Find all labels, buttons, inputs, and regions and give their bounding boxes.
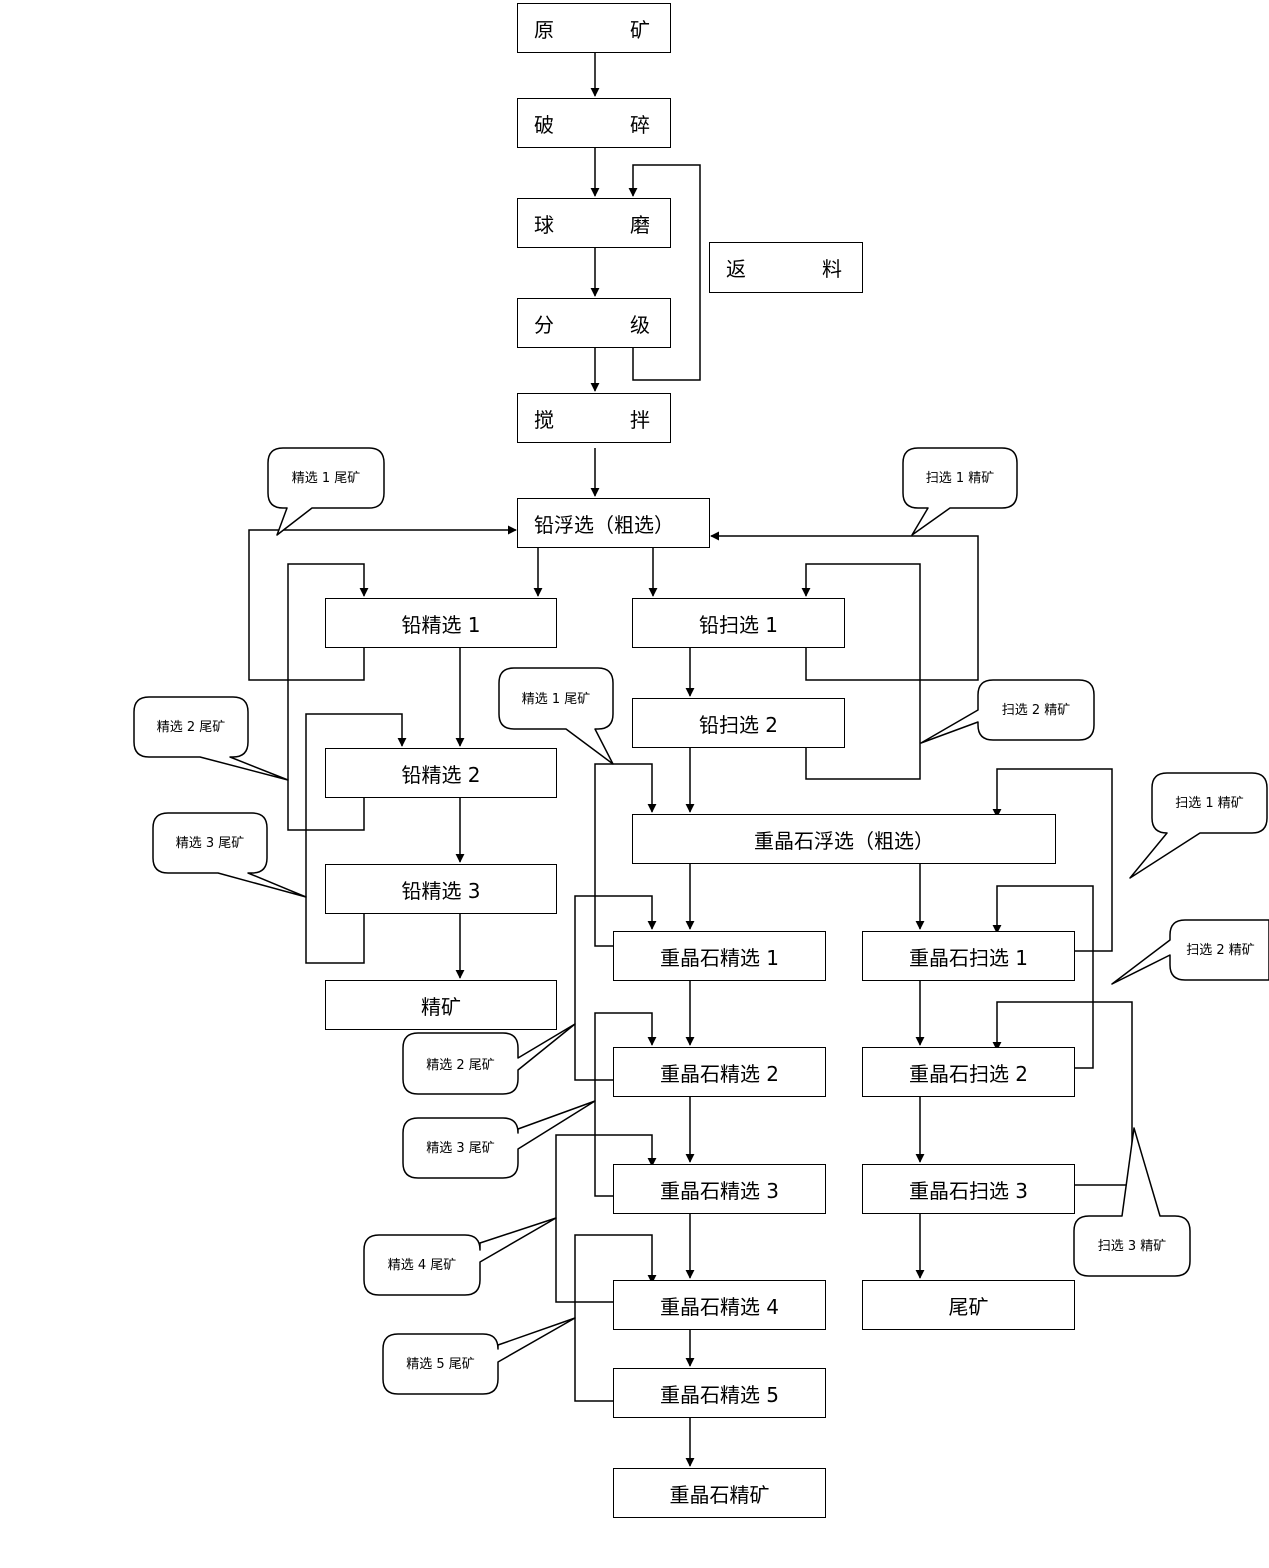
callout-shape-barite-clean5-tail [382,1317,576,1395]
callout-shape-lead-clean3-tail [152,812,307,898]
node-classifying-char1: 分 [534,312,554,337]
connector-return-loop [628,164,701,381]
connector-barite-clean5-tail [574,1234,657,1402]
connector-lead-clean3-tail [305,713,407,964]
callout-shapes [133,447,1269,1395]
callout-shape-barite-clean1-tail [498,667,614,765]
callout-lead-clean2-tail: 精选 2 尾矿 [156,720,226,735]
node-crushing-char1: 破 [534,112,554,137]
callout-barite-clean4-tail: 精选 4 尾矿 [387,1258,457,1273]
node-barite-clean-2: 重晶石精选 2 [613,1047,826,1097]
callout-barite-clean3-tail: 精选 3 尾矿 [426,1141,495,1156]
callout-shape-barite-scav1-conc [1129,772,1268,879]
node-crushing: 破 碎 [517,98,671,148]
node-barite-clean-5: 重晶石精选 5 [613,1368,826,1418]
node-classifying-char2: 级 [630,312,650,337]
node-barite-scav-2: 重晶石扫选 2 [862,1047,1075,1097]
connector-lead-clean2-tail [287,563,369,831]
node-return-material: 返 料 [709,242,863,293]
connectors [248,53,1133,1467]
callout-barite-scav2-conc: 扫选 2 精矿 [1186,943,1255,958]
node-return-material-char1: 返 [726,257,746,281]
connector-lead-scav2-conc [801,563,921,780]
connector-barite-clean2-tail [574,895,657,1081]
connector-barite-scav2-conc [992,885,1094,1069]
node-stirring-char2: 拌 [630,407,650,432]
callout-lead-clean1-tail: 精选 1 尾矿 [291,471,361,486]
callout-shape-lead-clean1-tail [267,447,385,536]
callout-shape-lead-scav1-conc [902,447,1018,536]
callout-shape-barite-clean2-tail [402,1023,576,1095]
connector-barite-scav1-conc [992,768,1113,952]
callout-lead-clean3-tail: 精选 3 尾矿 [175,836,245,851]
node-stirring: 搅 拌 [517,393,671,443]
connector-barite-scav3-conc [992,1001,1133,1186]
node-lead-clean-3: 铅精选 3 [325,864,557,914]
node-raw-ore-char2: 矿 [630,17,650,42]
node-barite-scav-1: 重晶石扫选 1 [862,931,1075,981]
callout-barite-scav1-conc: 扫选 1 精矿 [1175,796,1244,811]
node-lead-flotation: 铅浮选（粗选） [517,498,710,548]
node-concentrate: 精矿 [325,980,557,1030]
node-barite-concentrate: 重晶石精矿 [613,1468,826,1518]
node-lead-scav-1: 铅扫选 1 [632,598,845,648]
connector-barite-clean3-tail [594,1012,657,1197]
callout-lead-scav2-conc: 扫选 2 精矿 [1001,703,1071,718]
node-classifying: 分 级 [517,298,671,348]
node-lead-clean-1: 铅精选 1 [325,598,557,648]
callout-shape-barite-clean3-tail [402,1100,596,1179]
node-ball-mill-char2: 磨 [630,212,650,237]
node-return-material-char2: 料 [822,257,842,281]
callout-lead-scav1-conc: 扫选 1 精矿 [925,471,995,486]
node-ball-mill-char1: 球 [534,212,554,237]
node-barite-scav-3: 重晶石扫选 3 [862,1164,1075,1214]
node-barite-flotation: 重晶石浮选（粗选） [632,814,1056,864]
node-lead-clean-2: 铅精选 2 [325,748,557,798]
connector-barite-clean4-tail [555,1134,657,1303]
callout-barite-clean2-tail: 精选 2 尾矿 [426,1058,495,1073]
callout-shape-lead-scav2-conc [920,679,1095,744]
node-ball-mill: 球 磨 [517,198,671,248]
node-tailings: 尾矿 [862,1280,1075,1330]
node-barite-clean-3: 重晶石精选 3 [613,1164,826,1214]
connector-lead-clean1-tail [248,525,517,681]
node-lead-scav-2: 铅扫选 2 [632,698,845,748]
connector-lead-scav1-conc [710,531,979,681]
node-barite-clean-4: 重晶石精选 4 [613,1280,826,1330]
node-barite-clean-1: 重晶石精选 1 [613,931,826,981]
node-raw-ore: 原 矿 [517,3,671,53]
callout-shape-barite-scav2-conc [1111,919,1269,985]
connector-barite-clean1-tail [594,763,657,947]
node-raw-ore-char1: 原 [534,17,554,42]
callout-shape-barite-clean4-tail [363,1217,557,1296]
node-crushing-char2: 碎 [630,112,650,137]
callout-barite-scav3-conc: 扫选 3 精矿 [1097,1239,1167,1254]
callout-shape-barite-scav3-conc [1073,1127,1191,1277]
callout-shape-lead-clean2-tail [133,696,289,781]
node-stirring-char1: 搅 [534,407,554,432]
callout-barite-clean5-tail: 精选 5 尾矿 [406,1357,475,1372]
callout-barite-clean1-tail: 精选 1 尾矿 [521,692,591,707]
